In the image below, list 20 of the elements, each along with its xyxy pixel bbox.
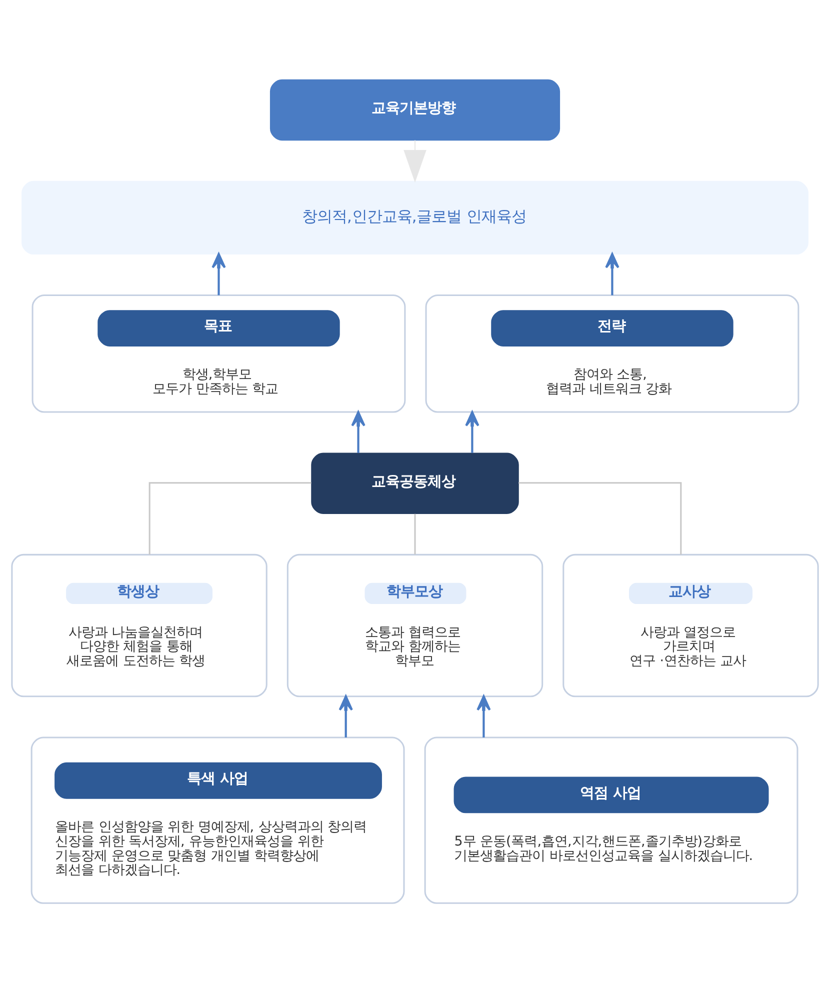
node-box: 학생상 사랑과 나눔을실천하며 다양한 체험을 통해 새로움에 도전하는 학생 <box>11 553 268 697</box>
node-box: 학부모상 소통과 협력으로 학교와 함께하는 학부모 <box>286 553 544 697</box>
arrow <box>605 252 620 295</box>
arrow <box>465 410 480 452</box>
arrow <box>404 139 426 182</box>
connector <box>518 482 682 554</box>
connector <box>148 482 312 554</box>
node-box: 창의적,인간교육,글로벌 인재육성 <box>22 180 808 254</box>
arrow <box>338 694 353 737</box>
node-box: 역점 사업 5무 운동(폭력,흡연,지각,핸드폰,졸기추방)강화로 기본생활습관이 바로선인성교육을 실시하겠습니다. <box>424 736 798 904</box>
node-box: 교육기본방향 <box>270 78 560 140</box>
node-box: 교사상 사랑과 열정으로 가르치며 연구 ·연찬하는 교사 <box>562 553 819 697</box>
arrow <box>476 694 491 737</box>
arrow <box>351 410 366 452</box>
arrow <box>212 252 226 295</box>
node-box: 교육공동체상 <box>311 452 519 514</box>
node-box: 목표 학생,학부모 모두가 만족하는 학교 <box>32 294 406 412</box>
node-box: 특색 사업 올바른 인성함양을 위한 명예장제, 상상력과의 창의력 신장을 위한 독서장제, 유능한인재육성을 위한 기능장제 운영으로 맞춤형 개인별 학력향상에 최선을 다하겠습니다. <box>30 736 405 904</box>
connector <box>414 513 416 554</box>
node-box: 전략 참여와 소통, 협력과 네트워크 강화 <box>425 294 800 412</box>
